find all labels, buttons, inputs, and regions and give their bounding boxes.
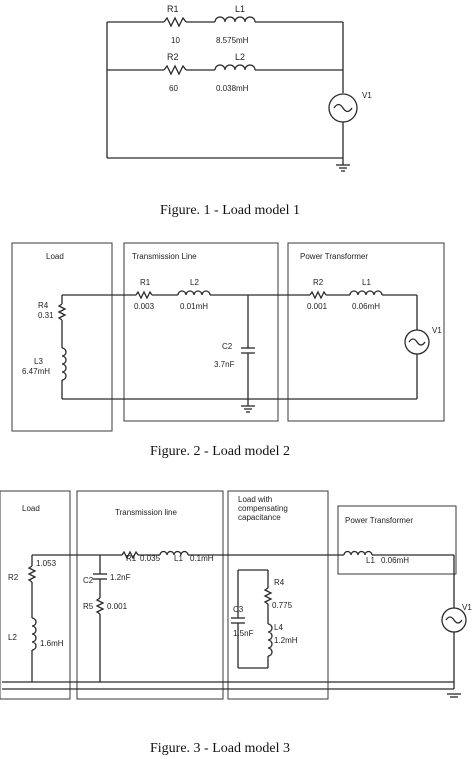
fig3-c2-name: C2 [83, 576, 94, 585]
fig1-l1-name: L1 [235, 4, 245, 14]
fig1-l2-name: L2 [235, 52, 245, 62]
fig2-l1-inductor [349, 290, 383, 296]
fig3-v1-label: V1 [462, 603, 472, 612]
fig3-r4-value: 0.775 [272, 601, 293, 610]
fig3-l2-name: L2 [8, 633, 17, 642]
figure-3: Load Transmission line Load with compens… [0, 490, 472, 756]
fig3-c2-value: 1.2nF [110, 573, 131, 582]
fig3-c3-name: C3 [233, 605, 244, 614]
fig3-comp-box [227, 490, 329, 700]
fig2-r2-name: R2 [313, 278, 324, 287]
fig3-line-box [76, 490, 224, 700]
fig3-l1-value: 0.1mH [190, 554, 214, 563]
fig3-lt-name: L1 [366, 556, 375, 565]
fig3-section-line: Transmission line [115, 508, 177, 517]
fig2-r4-name: R4 [38, 301, 49, 310]
fig2-l1-value: 0.06mH [352, 302, 380, 311]
fig3-caption: Figure. 3 - Load model 3 [150, 741, 290, 756]
fig2-r1-name: R1 [140, 278, 151, 287]
fig2-l2-name: L2 [190, 278, 199, 287]
fig2-line-box [123, 242, 279, 422]
fig1-r1-resistor [163, 16, 187, 28]
fig2-l2-value: 0.01mH [180, 302, 208, 311]
fig1-sine-icon [333, 103, 353, 113]
fig2-r4-resistor [57, 303, 67, 321]
fig3-l1-name: L1 [174, 554, 183, 563]
fig2-section-load: Load [46, 252, 64, 261]
fig2-c2-name: C2 [222, 342, 233, 351]
fig3-lt-value: 0.06mH [381, 556, 409, 565]
fig1-l1-value: 8.575mH [216, 36, 249, 45]
fig2-l3-name: L3 [34, 357, 43, 366]
fig1-v1-label: V1 [362, 91, 372, 100]
fig3-r2-value: 1.053 [36, 559, 57, 568]
fig2-transformer-box [287, 242, 445, 422]
fig2-c2-value: 3.7nF [214, 360, 235, 369]
fig1-l2-inductor [214, 64, 256, 71]
fig3-lt-inductor [343, 550, 373, 556]
fig3-r5-resistor [95, 597, 105, 615]
fig3-sine-icon [445, 616, 463, 624]
fig2-v1-label: V1 [432, 326, 442, 335]
fig3-r1-name: R1 [126, 554, 137, 563]
fig3-transformer-box [337, 505, 457, 575]
fig2-r2-value: 0.001 [307, 302, 328, 311]
fig3-l4-value: 1.2mH [274, 636, 298, 645]
fig3-section-load: Load [22, 504, 40, 513]
fig1-r1-value: 10 [171, 36, 180, 45]
fig1-l2-value: 0.038mH [216, 84, 249, 93]
fig1-l1-inductor [214, 16, 256, 23]
fig2-r1-value: 0.003 [134, 302, 155, 311]
fig1-r2-name: R2 [167, 52, 179, 62]
figure-1: R1 10 L1 8.575mH R2 60 L2 0.038mH V1 Fig… [106, 4, 372, 218]
fig3-load-box [0, 490, 71, 700]
fig3-l4-name: L4 [274, 623, 283, 632]
fig3-l4-inductor [267, 623, 273, 657]
fig2-l3-inductor [61, 347, 67, 381]
fig2-l1-name: L1 [362, 278, 371, 287]
fig1-r1-name: R1 [167, 4, 179, 14]
fig3-section-comp-2: compensating [238, 504, 288, 513]
fig2-r2-resistor [309, 290, 327, 300]
fig2-section-transformer: Power Transformer [300, 252, 368, 261]
fig3-l2-inductor [31, 617, 37, 651]
fig3-r4-resistor [263, 587, 273, 605]
fig2-l2-inductor [177, 290, 211, 296]
fig2-r1-resistor [135, 290, 153, 300]
fig3-r5-name: R5 [83, 602, 94, 611]
fig1-r2-resistor [163, 64, 187, 76]
fig3-r1-resistor [121, 550, 139, 560]
fig2-sine-icon [408, 338, 426, 346]
fig3-section-comp-3: capacitance [238, 513, 281, 522]
fig3-c3-value: 1.5nF [233, 629, 254, 638]
fig2-section-line: Transmission Line [132, 252, 197, 261]
fig3-section-transformer: Power Transformer [345, 516, 413, 525]
figure-2: Load Transmission Line Power Transformer [11, 242, 445, 459]
fig3-section-comp-1: Load with [238, 495, 272, 504]
fig2-r4-value: 0.31 [38, 311, 54, 320]
fig3-r2-resistor [27, 565, 37, 583]
fig2-load-box [11, 242, 113, 432]
fig1-r2-value: 60 [169, 84, 178, 93]
fig3-r2-name: R2 [8, 573, 19, 582]
fig3-r1-value: 0.035 [140, 554, 161, 563]
fig3-r4-name: R4 [274, 578, 285, 587]
fig3-l1-inductor [159, 550, 189, 556]
fig1-caption: Figure. 1 - Load model 1 [160, 203, 300, 218]
fig3-l2-value: 1.6mH [40, 639, 64, 648]
fig2-l3-value: 6.47mH [22, 367, 50, 376]
fig2-caption: Figure. 2 - Load model 2 [150, 444, 290, 459]
fig3-r5-value: 0.001 [107, 602, 128, 611]
